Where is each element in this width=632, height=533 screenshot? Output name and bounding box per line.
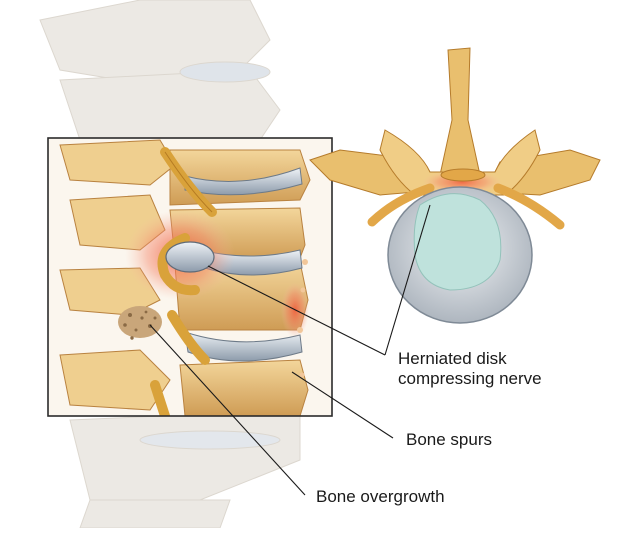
leader-bone-spurs xyxy=(291,371,394,439)
leader-herniated-closeup xyxy=(207,265,386,356)
label-herniated-disk: Herniated disk compressing nerve xyxy=(398,349,542,389)
label-bone-spurs: Bone spurs xyxy=(406,430,492,449)
leader-lines xyxy=(149,204,431,496)
spine-closeup xyxy=(48,138,332,416)
closeup-frame xyxy=(47,137,333,417)
bone-overgrowth-texture xyxy=(118,306,162,340)
bone-spurs-marks xyxy=(297,259,308,378)
faded-spine-background xyxy=(39,0,301,529)
leader-bone-overgrowth xyxy=(149,324,306,496)
vertebra-top-view xyxy=(309,47,601,324)
leader-herniated-topview xyxy=(384,204,431,356)
label-herniated-line1: Herniated disk xyxy=(398,349,507,368)
label-bone-overgrowth: Bone overgrowth xyxy=(316,487,445,506)
label-herniated-line2: compressing nerve xyxy=(398,369,542,388)
